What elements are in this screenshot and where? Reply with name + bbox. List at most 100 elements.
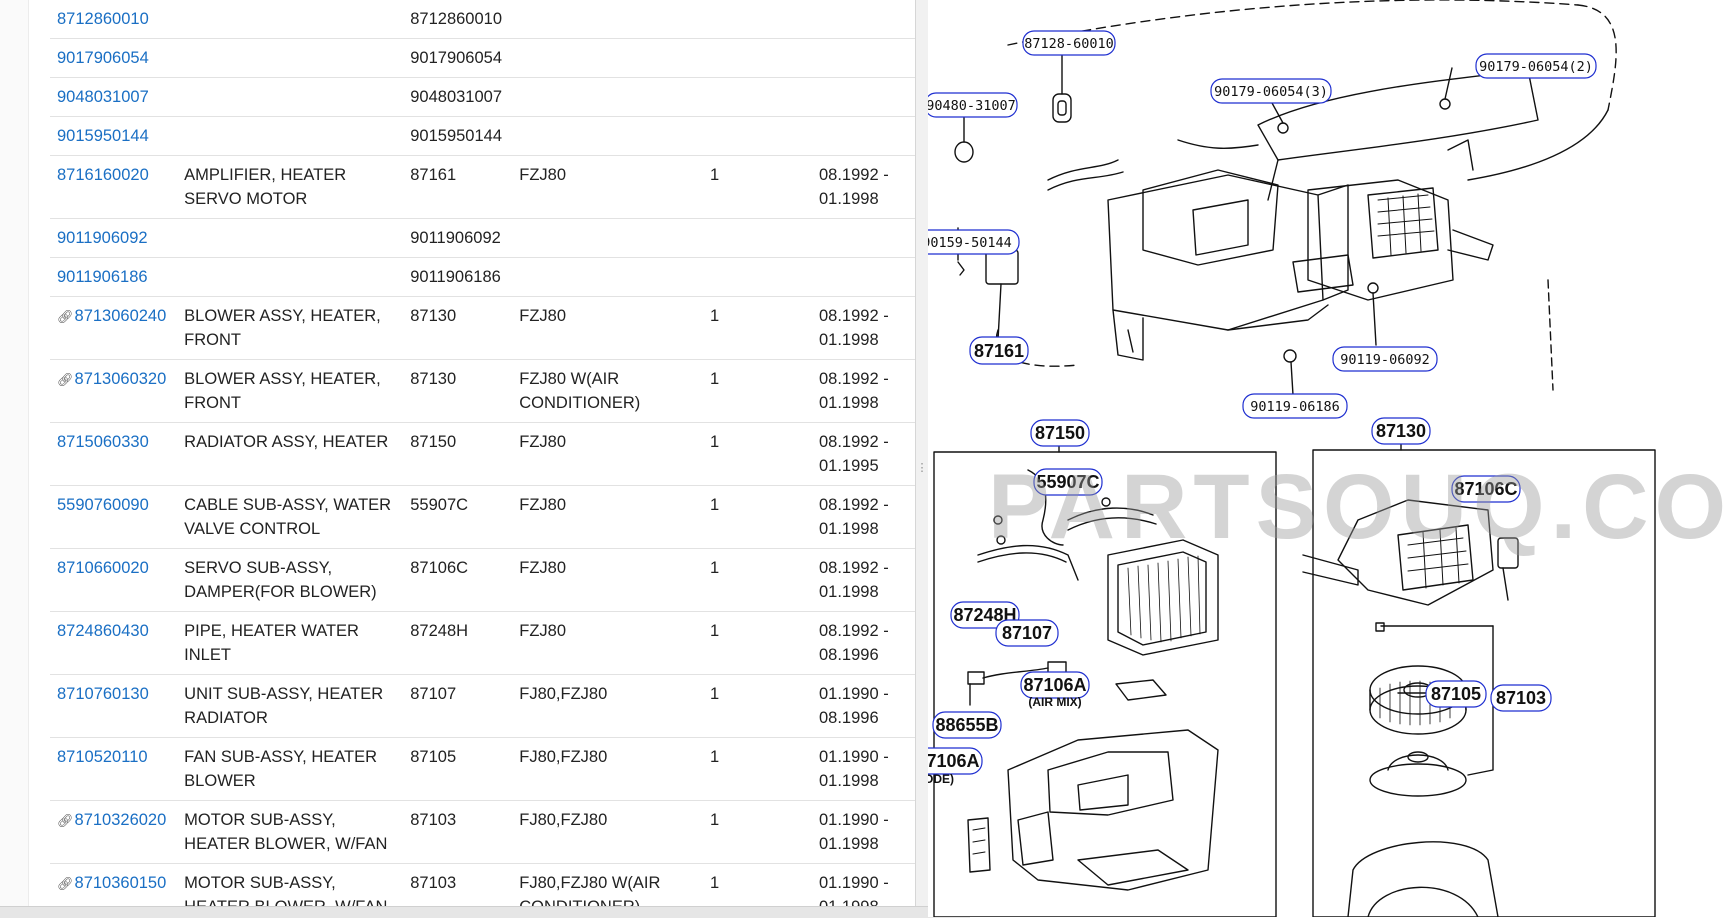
part-code-cell: 87105	[403, 737, 513, 801]
callout-87128[interactable]: 87128-60010	[1024, 36, 1113, 52]
part-number-link[interactable]: 9017906054	[57, 49, 149, 67]
quantity-cell	[703, 257, 812, 297]
part-number-cell: 8715060330	[50, 422, 178, 486]
callout-87107[interactable]: 87107	[1002, 623, 1052, 643]
part-number-link[interactable]: 8710660020	[57, 559, 149, 577]
part-name-cell	[177, 116, 404, 156]
part-number-link[interactable]: 8724860430	[57, 622, 149, 640]
part-number-link[interactable]: 9048031007	[57, 88, 149, 106]
quantity-cell: 1	[703, 548, 812, 612]
part-number-cell: 8716160020	[50, 155, 178, 219]
pane-splitter[interactable]: ⋮	[915, 0, 929, 917]
part-number-link[interactable]: 9011906186	[57, 268, 148, 286]
part-number-link[interactable]: 8712860010	[57, 10, 149, 28]
callout-87106c[interactable]: 87106C	[1454, 479, 1517, 499]
part-code-cell: 8712860010	[403, 0, 513, 39]
callout-90119-b[interactable]: 90119-06186	[1250, 399, 1339, 415]
left-gutter	[0, 0, 29, 917]
table-row[interactable]: 9015950144 9015950144	[50, 116, 915, 156]
horizontal-scrollbar[interactable]	[0, 906, 970, 918]
link-chain-icon[interactable]: 🔗︎	[57, 309, 74, 324]
model-cell	[512, 77, 703, 117]
link-chain-icon[interactable]: 🔗︎	[57, 876, 74, 891]
part-number-link[interactable]: 5590760090	[57, 496, 149, 514]
callout-87150[interactable]: 87150	[1035, 423, 1085, 443]
part-name-cell	[177, 257, 404, 297]
model-cell	[512, 218, 703, 258]
part-code-cell: 9017906054	[403, 38, 513, 78]
table-row[interactable]: 8712860010 8712860010	[50, 0, 915, 39]
callout-87106a[interactable]: 87106A	[1023, 675, 1086, 695]
part-number-link[interactable]: 8710360150	[74, 874, 167, 892]
callout-55907c[interactable]: 55907C	[1036, 472, 1099, 492]
part-name-cell: FAN SUB-ASSY, HEATER BLOWER	[177, 737, 404, 801]
part-number-link[interactable]: 8715060330	[57, 433, 149, 451]
callout-90119-a[interactable]: 90119-06092	[1340, 352, 1429, 368]
part-number-link[interactable]: 8716160020	[57, 166, 149, 184]
date-range-cell	[812, 257, 915, 297]
model-cell	[512, 0, 703, 39]
callout-87105[interactable]: 87105	[1431, 684, 1481, 704]
callout-90179-a[interactable]: 90179-06054(3)	[1214, 84, 1328, 100]
callout-90159[interactable]: 90159-50144	[928, 235, 1012, 251]
part-number-cell: 9011906092	[50, 218, 178, 258]
callout-88655b[interactable]: 88655B	[935, 715, 998, 735]
part-code-cell: 55907C	[403, 485, 513, 549]
part-number-link[interactable]: 8713060240	[74, 307, 167, 325]
quantity-cell: 1	[703, 485, 812, 549]
part-number-cell: 🔗︎8713060320	[50, 359, 178, 423]
table-row[interactable]: 9017906054 9017906054	[50, 38, 915, 78]
part-number-link[interactable]: 8710520110	[57, 748, 148, 766]
part-number-link[interactable]: 8710760130	[57, 685, 149, 703]
callout-90179-b[interactable]: 90179-06054(2)	[1479, 59, 1593, 75]
part-number-cell: 8724860430	[50, 611, 178, 675]
quantity-cell: 1	[703, 611, 812, 675]
callout-87248h[interactable]: 87248H	[953, 605, 1016, 625]
model-cell	[512, 116, 703, 156]
model-cell: FZJ80	[512, 422, 703, 486]
part-code-cell: 87248H	[403, 611, 513, 675]
watermark: PARTSOUQ.COM	[988, 456, 1723, 558]
part-name-cell	[177, 77, 404, 117]
callout-87103[interactable]: 87103	[1496, 688, 1546, 708]
part-number-link[interactable]: 9011906092	[57, 229, 148, 247]
model-cell: FJ80,FZJ80	[512, 800, 703, 864]
quantity-cell: 1	[703, 359, 812, 423]
part-code-cell: 9015950144	[403, 116, 513, 156]
part-name-cell: BLOWER ASSY, HEATER, FRONT	[177, 359, 404, 423]
part-number-link[interactable]: 8713060320	[74, 370, 167, 388]
parts-diagram[interactable]: 87128-60010 90480-31007 90179-06054(3) 9…	[928, 0, 1723, 917]
callout-87106a-mode[interactable]: 87106A	[928, 751, 980, 771]
callout-87161[interactable]: 87161	[974, 341, 1024, 361]
callout-90480[interactable]: 90480-31007	[928, 98, 1016, 114]
quantity-cell: 1	[703, 296, 812, 360]
part-name-cell	[177, 38, 404, 78]
part-name-cell: MOTOR SUB-ASSY, HEATER BLOWER, W/FAN	[177, 800, 404, 864]
model-cell: FZJ80	[512, 548, 703, 612]
callout-87130[interactable]: 87130	[1376, 421, 1426, 441]
part-number-link[interactable]: 8710326020	[74, 811, 167, 829]
part-code-cell: 87161	[403, 155, 513, 219]
grip-icon[interactable]: ⋮	[916, 462, 928, 474]
link-chain-icon[interactable]: 🔗︎	[57, 813, 74, 828]
part-name-cell: SERVO SUB-ASSY, DAMPER(FOR BLOWER)	[177, 548, 404, 612]
table-row[interactable]: 8710660020 SERVO SUB-ASSY, DAMPER(FOR BLO…	[50, 548, 915, 612]
date-range-cell: 08.1992 - 01.1998	[812, 155, 915, 219]
table-row[interactable]: 🔗︎8710326020 MOTOR SUB-ASSY, HEATER BLOWE…	[50, 800, 915, 864]
part-code-cell: 87107	[403, 674, 513, 738]
part-number-link[interactable]: 9015950144	[57, 127, 149, 145]
link-chain-icon[interactable]: 🔗︎	[57, 372, 74, 387]
